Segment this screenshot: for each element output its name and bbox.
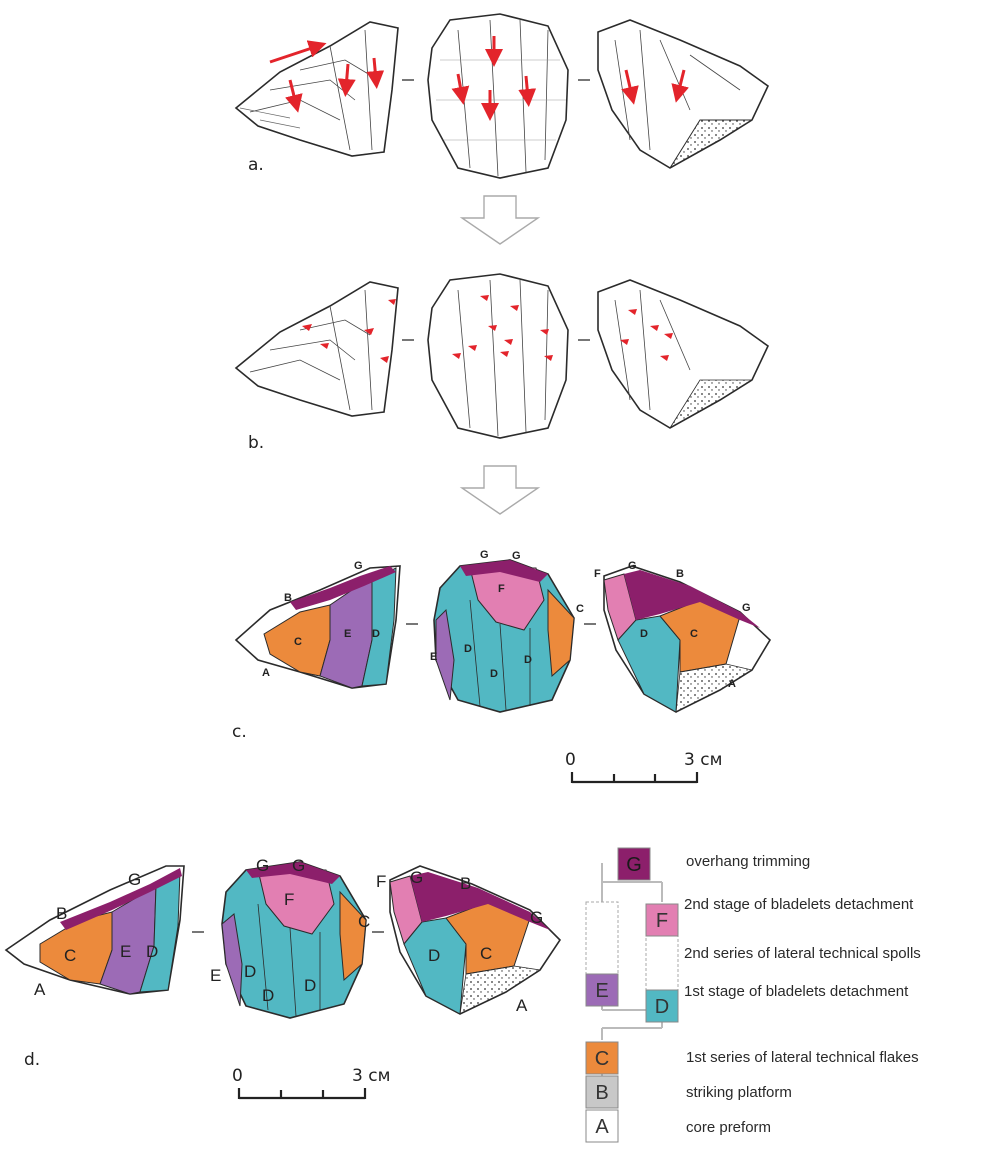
legend-swatch-e: E <box>586 974 618 1006</box>
scale-bar-2-start: 0 <box>232 1066 243 1086</box>
core-view-left-a <box>236 22 398 156</box>
core-view-right-b <box>598 280 768 428</box>
legend-tree: G F E D CBA <box>586 848 678 1142</box>
panel-label-d: d. <box>24 1050 40 1070</box>
legend-label-g: overhang trimming <box>686 852 983 872</box>
legend-label-e: 2nd series of lateral technical spolls <box>684 944 983 964</box>
stage-arrow-1 <box>462 196 538 244</box>
panel-c-drawings <box>236 560 770 712</box>
stage-arrow-2 <box>462 466 538 514</box>
legend-label-a: core preform <box>686 1118 983 1138</box>
legend-code: G <box>626 854 642 876</box>
legend-code: F <box>656 910 668 932</box>
legend-code: D <box>655 996 669 1018</box>
legend-code: B <box>595 1082 608 1104</box>
legend-code: E <box>595 980 608 1002</box>
legend-swatch-g: G <box>618 848 650 880</box>
core-view-right-a <box>598 20 768 168</box>
legend-spacer-box <box>586 902 618 974</box>
legend-swatch-b: B <box>586 1076 618 1108</box>
core-view-left-d <box>6 866 184 994</box>
core-view-front-c <box>434 560 574 712</box>
legend-label-d: 1st stage of bladelets detachment <box>684 982 983 1002</box>
core-view-front-d <box>222 862 366 1018</box>
panel-b-drawings <box>236 274 768 438</box>
core-view-left-c <box>236 566 400 688</box>
core-view-left-b <box>236 282 398 416</box>
legend-swatch-f: F <box>646 904 678 936</box>
scale-bar-1-end: 3 см <box>684 750 722 770</box>
scale-bar-1-start: 0 <box>565 750 576 770</box>
scale-bar-1 <box>572 772 697 783</box>
legend-swatch-c: C <box>586 1042 618 1074</box>
scale-bar-2 <box>239 1088 365 1099</box>
legend-swatch-d: D <box>646 990 678 1022</box>
legend-code: C <box>595 1048 609 1070</box>
panel-a-drawings <box>236 14 768 178</box>
legend-label-b: striking platform <box>686 1083 983 1103</box>
legend-code: A <box>595 1116 609 1138</box>
legend-label-c: 1st series of lateral technical flakes <box>686 1048 983 1068</box>
core-view-right-c <box>604 566 770 712</box>
core-view-front-a <box>428 14 568 178</box>
legend-swatch-a: A <box>586 1110 618 1142</box>
core-view-right-d <box>390 866 560 1014</box>
panel-d-drawings <box>6 862 560 1018</box>
panel-label-b: b. <box>248 433 264 453</box>
panel-label-a: a. <box>248 155 264 175</box>
scale-bar-2-end: 3 см <box>352 1066 390 1086</box>
panel-label-c: c. <box>232 722 247 742</box>
legend-label-f: 2nd stage of bladelets detachment <box>684 895 983 915</box>
